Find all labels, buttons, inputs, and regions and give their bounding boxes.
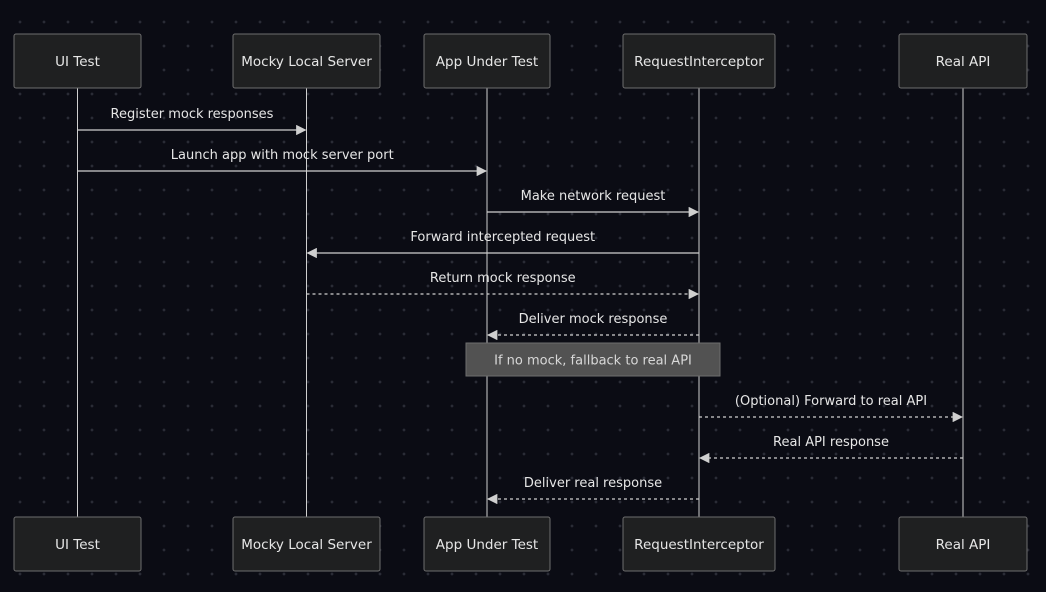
note-box xyxy=(465,342,721,377)
message-label: Forward intercepted request xyxy=(410,230,595,245)
message-1: Register mock responses xyxy=(77,107,307,136)
actor-label: RequestInterceptor xyxy=(634,54,764,70)
actor-api-top: Real API xyxy=(898,33,1028,89)
actor-label: App Under Test xyxy=(436,54,538,70)
actor-app-top: App Under Test xyxy=(423,33,551,89)
actor-box xyxy=(232,33,381,89)
actor-label: Mocky Local Server xyxy=(241,537,372,553)
actor-interceptor-top: RequestInterceptor xyxy=(622,33,776,89)
message-label: (Optional) Forward to real API xyxy=(735,394,927,409)
actor-box xyxy=(898,516,1028,572)
note-text: If no mock, fallback to real API xyxy=(494,354,692,369)
actor-label: UI Test xyxy=(55,537,100,553)
message-3: Make network request xyxy=(487,189,700,218)
message-6: Deliver mock response xyxy=(486,312,699,341)
actor-label: Real API xyxy=(936,537,991,553)
actor-label: RequestInterceptor xyxy=(634,537,764,553)
message-2: Launch app with mock server port xyxy=(77,148,488,177)
actor-label: App Under Test xyxy=(436,537,538,553)
actor-box xyxy=(898,33,1028,89)
actor-box xyxy=(423,516,551,572)
message-7: (Optional) Forward to real API xyxy=(699,394,964,423)
actor-box xyxy=(622,516,776,572)
note-fallback: If no mock, fallback to real API xyxy=(465,342,721,377)
lifelines xyxy=(77,88,964,517)
actor-ui-top: UI Test xyxy=(13,33,142,89)
note-layer: If no mock, fallback to real API xyxy=(465,342,721,377)
actor-label: Real API xyxy=(936,54,991,70)
message-4: Forward intercepted request xyxy=(306,230,699,259)
actor-interceptor-bottom: RequestInterceptor xyxy=(622,516,776,572)
message-5: Return mock response xyxy=(306,271,700,300)
message-label: Make network request xyxy=(521,189,666,204)
message-label: Deliver real response xyxy=(524,476,662,491)
actor-ui-bottom: UI Test xyxy=(13,516,142,572)
actor-box xyxy=(13,33,142,89)
actor-box xyxy=(232,516,381,572)
message-8: Real API response xyxy=(698,435,963,464)
message-label: Launch app with mock server port xyxy=(171,148,394,163)
actor-app-bottom: App Under Test xyxy=(423,516,551,572)
actor-box xyxy=(13,516,142,572)
actor-label: UI Test xyxy=(55,54,100,70)
actor-box xyxy=(622,33,776,89)
actor-api-bottom: Real API xyxy=(898,516,1028,572)
actor-mock-top: Mocky Local Server xyxy=(232,33,381,89)
message-9: Deliver real response xyxy=(486,476,699,505)
message-label: Deliver mock response xyxy=(519,312,668,327)
message-label: Real API response xyxy=(773,435,889,450)
actor-label: Mocky Local Server xyxy=(241,54,372,70)
message-label: Register mock responses xyxy=(111,107,274,122)
actor-mock-bottom: Mocky Local Server xyxy=(232,516,381,572)
actor-box xyxy=(423,33,551,89)
message-label: Return mock response xyxy=(430,271,576,286)
